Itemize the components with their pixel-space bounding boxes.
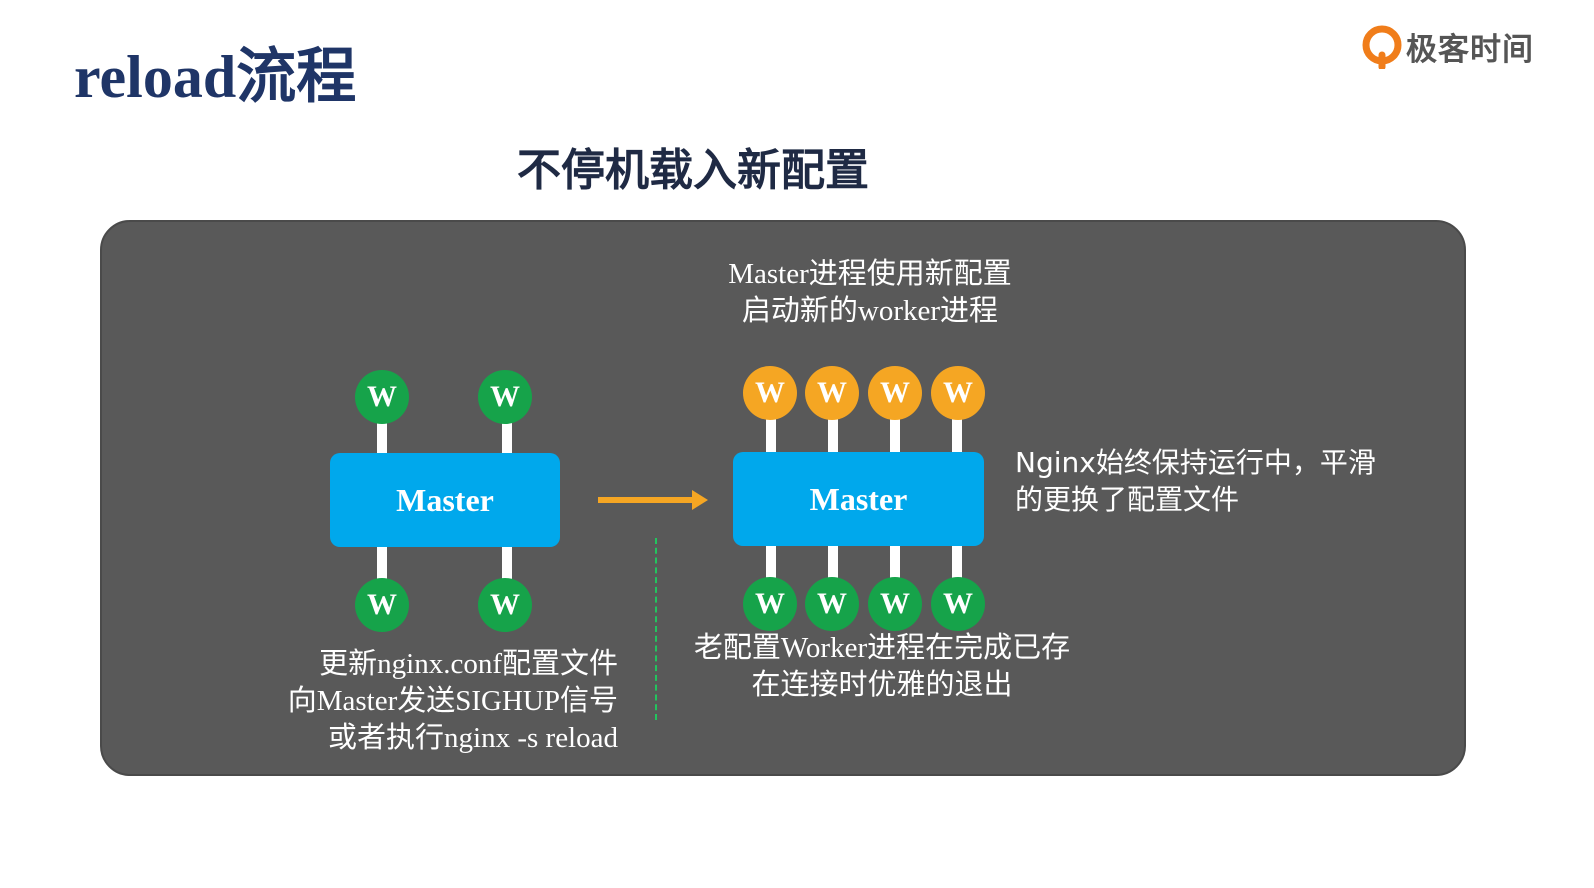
old-config-worker-node: W: [805, 577, 859, 631]
diagram-panel: [100, 220, 1466, 776]
caption-line: 更新nginx.conf配置文件: [319, 648, 618, 680]
worker-link: [502, 420, 512, 456]
old-worker-node: W: [478, 370, 532, 424]
worker-link: [890, 416, 900, 456]
caption-line: Master进程使用新配置: [728, 258, 1012, 290]
slide-subtitle: 不停机载入新配置: [517, 145, 869, 196]
new-worker-node: W: [931, 366, 985, 420]
old-worker-node: W: [355, 578, 409, 632]
caption-line: 启动新的worker进程: [741, 295, 999, 327]
new-caption-top: Master进程使用新配置 启动新的worker进程: [720, 256, 1020, 330]
caption-line: Nginx始终保持运行中，平滑: [1015, 446, 1376, 479]
brand-logo: 极客时间: [1362, 24, 1534, 69]
worker-link: [952, 544, 962, 584]
worker-link: [828, 416, 838, 456]
old-worker-node: W: [355, 370, 409, 424]
transition-arrow: [598, 490, 708, 510]
old-config-worker-node: W: [868, 577, 922, 631]
divider-line: [655, 538, 657, 720]
worker-link: [828, 544, 838, 584]
new-worker-node: W: [805, 366, 859, 420]
new-master-box: Master: [733, 452, 984, 546]
caption-line: 向Master发送SIGHUP信号: [287, 685, 618, 717]
new-caption-bottom: 老配置Worker进程在完成已存 在连接时优雅的退出: [684, 630, 1080, 704]
geektime-logo-icon: [1362, 25, 1402, 69]
slide-title: reload流程: [74, 44, 357, 110]
new-worker-node: W: [743, 366, 797, 420]
worker-link: [890, 544, 900, 584]
caption-line: 老配置Worker进程在完成已存: [693, 632, 1071, 664]
caption-line: 在连接时优雅的退出: [751, 669, 1013, 701]
old-master-box: Master: [330, 453, 560, 547]
worker-link: [502, 546, 512, 582]
logo-text: 极客时间: [1406, 32, 1534, 68]
new-worker-node: W: [868, 366, 922, 420]
worker-link: [952, 416, 962, 456]
caption-line: 或者执行nginx -s reload: [328, 722, 618, 754]
old-config-worker-node: W: [743, 577, 797, 631]
old-worker-node: W: [478, 578, 532, 632]
worker-link: [766, 544, 776, 584]
old-config-worker-node: W: [931, 577, 985, 631]
old-caption: 更新nginx.conf配置文件 向Master发送SIGHUP信号 或者执行n…: [282, 646, 618, 757]
side-note: Nginx始终保持运行中，平滑 的更换了配置文件: [1015, 444, 1376, 518]
worker-link: [377, 420, 387, 456]
caption-line: 的更换了配置文件: [1015, 483, 1240, 516]
worker-link: [377, 546, 387, 582]
worker-link: [766, 416, 776, 456]
